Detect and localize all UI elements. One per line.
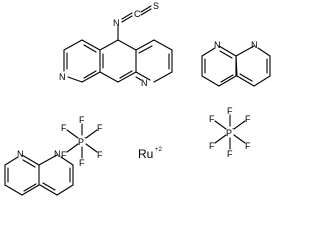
fluorine-label: F [79, 115, 85, 125]
hexafluorophosphate-left [66, 123, 98, 159]
fluorine-label: F [209, 114, 215, 124]
structure-diagram: N C S N N N N [4, 1, 271, 196]
bipyridine-bottom-left [4, 154, 74, 196]
fluorine-label: F [245, 114, 251, 124]
fluorine-label: F [97, 123, 103, 133]
nitrogen-label: N [214, 40, 221, 50]
chemical-structure: N C S N N N N [4, 1, 271, 196]
bipyridine-top-right [201, 45, 271, 87]
phosphorus-label: P [78, 137, 84, 147]
phosphorus-label: P [226, 128, 232, 138]
phosphorus-charge: - [232, 126, 234, 132]
fluorine-label: F [61, 123, 67, 133]
carbon-label: C [134, 9, 141, 19]
fluorine-label: F [245, 141, 251, 151]
phosphorus-charge: - [84, 135, 86, 141]
nitrogen-label: N [17, 149, 24, 159]
fluorine-label: F [209, 141, 215, 151]
fluorine-label: F [227, 106, 233, 116]
ruthenium-charge: +2 [155, 147, 163, 153]
fluorine-label: F [227, 149, 233, 159]
nitrogen-label: N [141, 78, 148, 88]
fluorine-label: F [97, 150, 103, 160]
fluorine-label: F [79, 158, 85, 168]
nitrogen-label: N [54, 149, 61, 159]
nitrogen-label: N [113, 18, 120, 28]
fluorine-label: F [61, 150, 67, 160]
phenanthroline-isothiocyanate [63, 5, 173, 83]
nitrogen-label: N [251, 40, 258, 50]
ruthenium-label: Ru [138, 147, 153, 161]
hexafluorophosphate-right [214, 114, 246, 150]
sulfur-label: S [153, 1, 159, 11]
nitrogen-label: N [59, 72, 66, 82]
